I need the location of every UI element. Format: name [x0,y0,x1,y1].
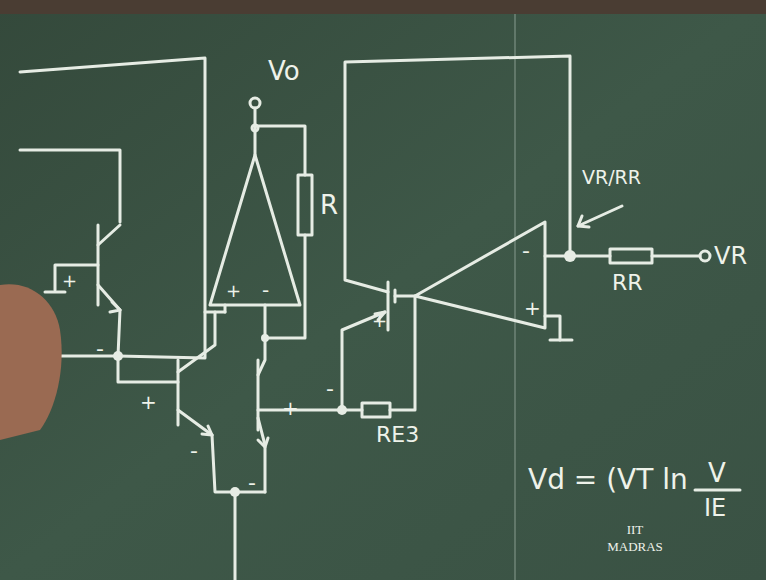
formula-text: Vd = (VT ln [528,466,688,494]
polarity-sign: + [140,392,157,412]
polarity-sign: - [190,440,198,462]
formula-text: IE [704,496,726,520]
polarity-sign: + [282,398,299,418]
resistor-name: RR [612,272,643,294]
hand [0,284,62,440]
input-sign: + [524,298,541,318]
watermark: IIT MADRAS [600,522,670,556]
formula-text: V [708,460,726,486]
input-sign: - [262,280,269,300]
input-sign: - [522,240,530,262]
resistor-name: RE3 [376,424,419,446]
polarity-sign: - [248,472,256,494]
current-label: VR/RR [582,168,641,187]
input-sign: + [226,282,241,300]
output-voltage: Vo [268,58,300,84]
reference-voltage: VR [714,244,747,268]
board-seam [514,14,516,580]
junction-dots [113,250,576,497]
board-frame [0,0,766,14]
resistor-name: R [320,192,338,218]
polarity-sign: - [326,378,334,400]
polarity-sign: + [372,312,387,330]
circuit-wires [20,56,740,580]
polarity-sign: - [96,338,104,360]
polarity-sign: + [62,272,77,290]
